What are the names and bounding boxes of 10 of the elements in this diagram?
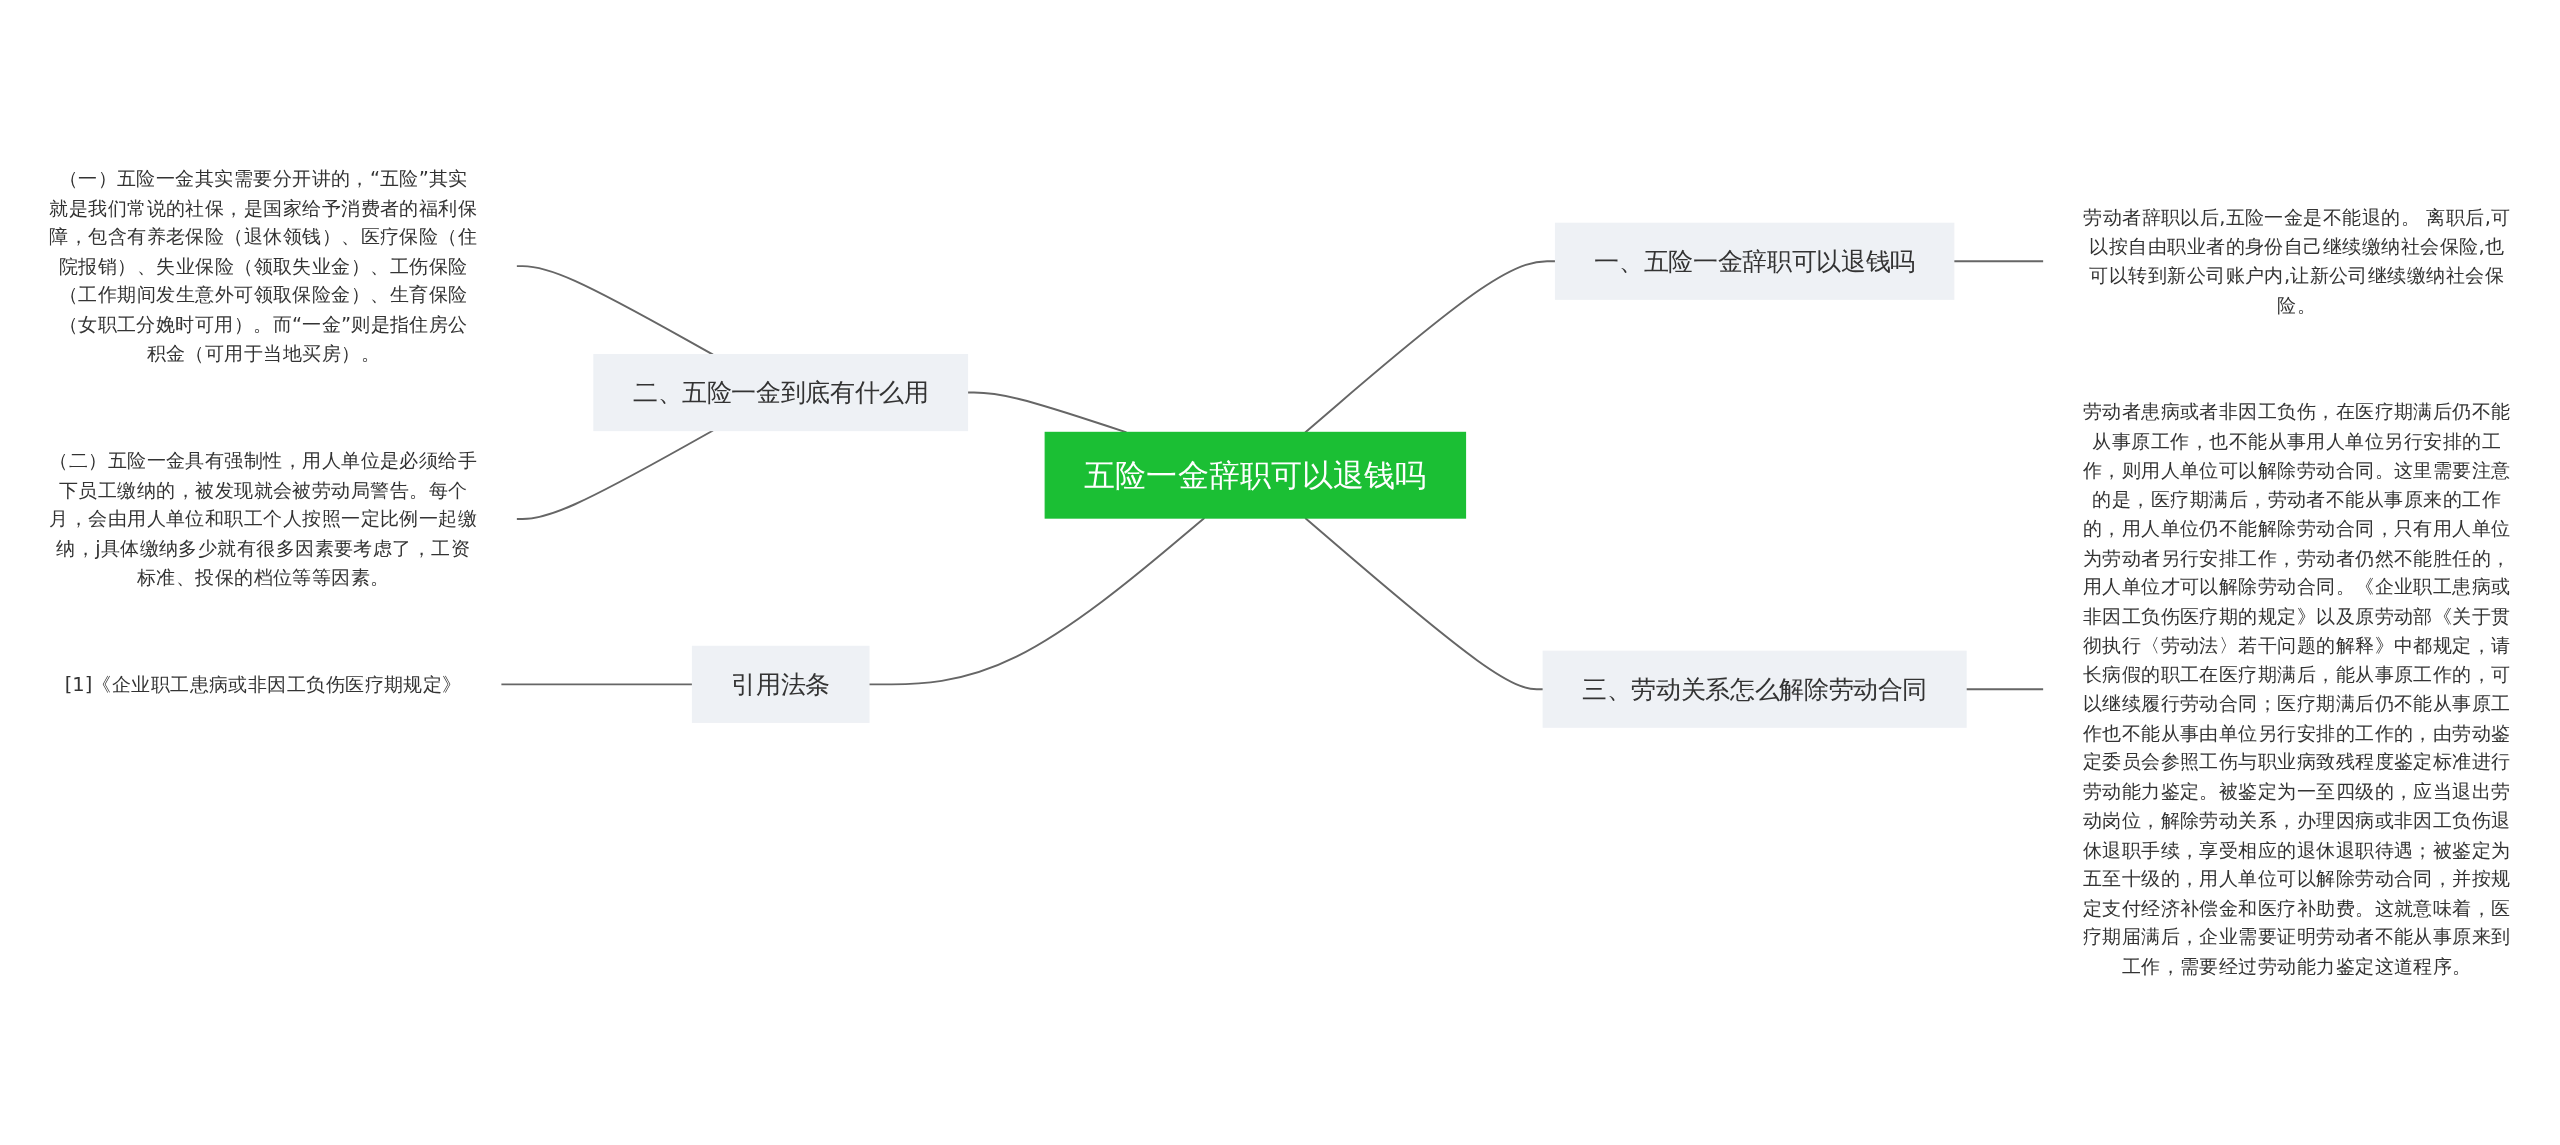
node-text: （二）五险一金具有强制性，用人单位是必须给手下员工缴纳的，被发现就会被劳动局警告。每个月，会由用人单位和职工个人按照一定比例一起缴纳，j具体缴纳多少就有很多因素要考虑了，工资标准、投保的档位等等因素。 bbox=[49, 448, 478, 589]
node-text: 劳动者患病或者非因工负伤，在医疗期满后仍不能从事原工作，也不能从事用人单位另行安排的工作，则用人单位可以解除劳动合同。这里需要注意的是，医疗期满后，劳动者不能从事原来的工作的，用人单位仍不能解除劳动合同，只有用人单位为劳动者另行安排工作，劳动者仍然不能胜任的，用人单位才可以解除劳动合同。《企业职工患病或非因工负伤医疗期的规定》以及原劳动部《关于贯彻执行〈劳动法〉若干问题的解释》中都规定，请长病假的职工在医疗期满后，能从事原工作的，可以继续履行劳动合同；医疗期满后仍不能从事原工作也不能从事由单位另行安排的工作的，由劳动鉴定委员会参照工伤与职业病致残程度鉴定标准进行劳动能力鉴定。被鉴定为一至四级的，应当退出劳动岗位，解除劳动关系，办理因病或非因工负伤退休退职手续，享受相应的退休退职待遇；被鉴定为五至十级的，用人单位可以解除劳动合同，并按规定支付经济补偿金和医疗补助费。这就意味着，医疗期届满后，企业需要证明劳动者不能从事原来到工作，需要经过劳动能力鉴定这道程序。 bbox=[2082, 400, 2511, 978]
node-text: [1]《企业职工患病或非因工负伤医疗期规定》 bbox=[64, 672, 462, 696]
node-box: 五险一金辞职可以退钱吗 bbox=[1044, 431, 1467, 519]
node-box: 一、五险一金辞职可以退钱吗 bbox=[1554, 222, 1955, 300]
node-text: （一）五险一金其实需要分开讲的，“五险”其实就是我们常说的社保，是国家给予消费者的福利保障，包含有养老保险（退休领钱）、医疗保险（住院报销）、失业保险（领取失业金）、工伤保险（工作期间发生意外可领取保险金）、生育保险（女职工分娩时可用）。而“一金”则是指住房公积金（可用于当地买房）。 bbox=[49, 166, 478, 365]
node-box: 引用法条 bbox=[691, 645, 870, 723]
node-box: 三、劳动关系怎么解除劳动合同 bbox=[1542, 650, 1967, 728]
node-text: 劳动者辞职以后,五险一金是不能退的。 离职后,可以按自由职业者的身份自己继续缴纳社会保险,也可以转到新公司账户内,让新公司继续缴纳社会保险。 bbox=[2083, 205, 2511, 317]
node-box: 二、五险一金到底有什么用 bbox=[593, 354, 969, 432]
